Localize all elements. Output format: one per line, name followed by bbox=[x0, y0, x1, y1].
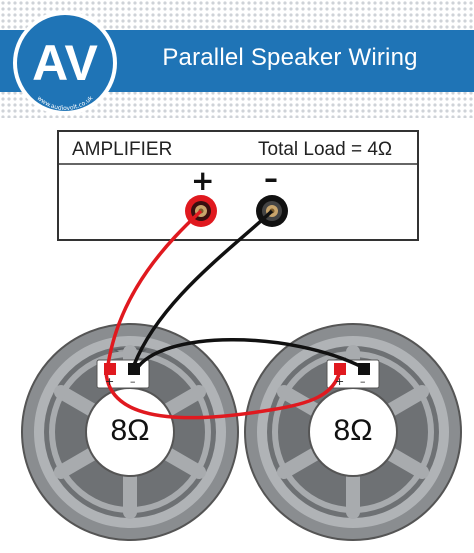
positive-symbol: + bbox=[191, 164, 215, 197]
negative-wire-speaker1-to-speaker2 bbox=[134, 338, 365, 371]
positive-wire-speaker1-to-speaker2 bbox=[104, 369, 342, 420]
header-banner: AV www.audiovolt.co.uk bbox=[0, 0, 474, 118]
total-load-label: Total Load = 4Ω bbox=[258, 139, 393, 160]
speaker-1-positive-sign: + bbox=[105, 375, 115, 388]
logo: AV www.audiovolt.co.uk bbox=[13, 11, 117, 115]
negative-wire-amp-to-speaker1 bbox=[132, 209, 274, 366]
speaker-1-negative-sign: – bbox=[130, 375, 136, 388]
logo-text: AV bbox=[32, 35, 98, 91]
speaker-2-impedance: 8Ω bbox=[333, 414, 373, 447]
speaker-2 bbox=[244, 323, 462, 541]
speaker-1-impedance: 8Ω bbox=[110, 414, 150, 447]
amplifier-label: AMPLIFIER bbox=[72, 139, 173, 160]
positive-wire-amp-to-speaker1 bbox=[106, 209, 203, 366]
speaker-2-negative-sign: – bbox=[360, 375, 366, 388]
speaker-1 bbox=[21, 323, 239, 541]
speaker-2-positive-sign: + bbox=[335, 375, 345, 388]
amplifier-box bbox=[57, 130, 419, 241]
speaker-2-terminals bbox=[326, 359, 380, 389]
negative-symbol: – bbox=[264, 162, 278, 195]
page-title: Parallel Speaker Wiring bbox=[162, 44, 418, 71]
